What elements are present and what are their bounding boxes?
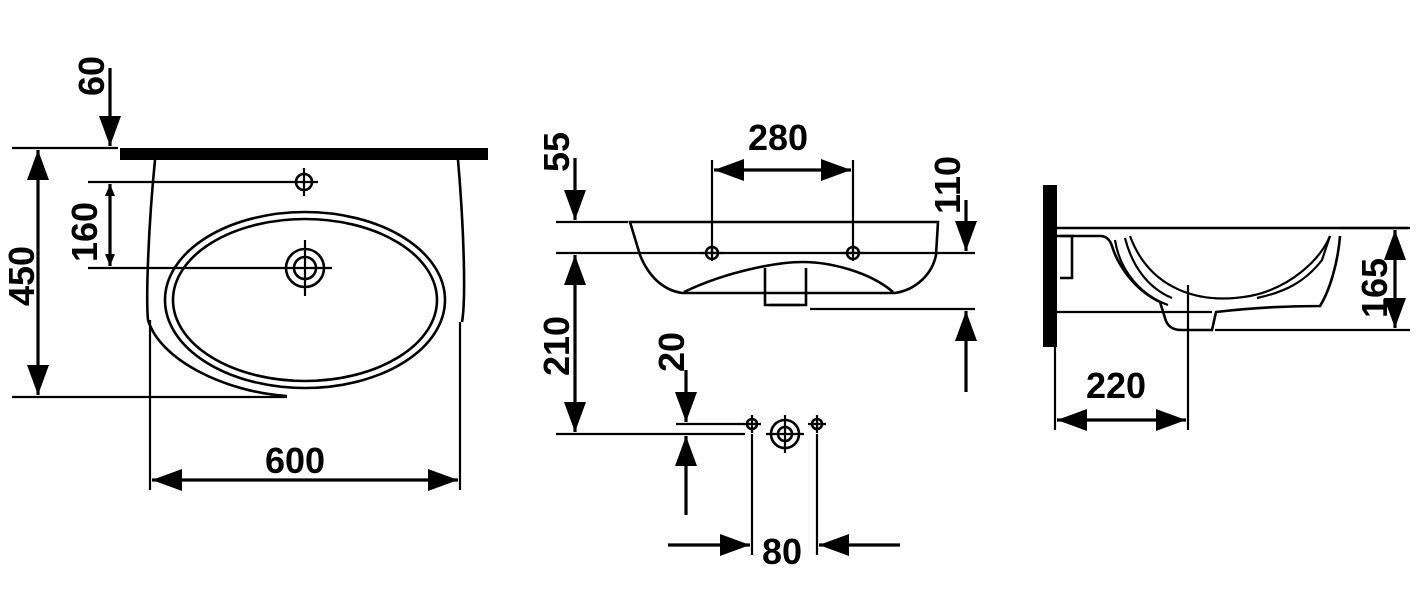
bowl-inner <box>171 217 439 383</box>
dim-label-55: 55 <box>536 132 577 172</box>
side-view: 165 220 <box>1043 185 1410 431</box>
dim-label-160: 160 <box>64 202 105 262</box>
top-view: 60 160 450 600 <box>1 56 488 491</box>
side-bowl-curve <box>1128 235 1332 300</box>
bowl-outer <box>163 210 447 390</box>
dim-label-20: 20 <box>651 332 692 372</box>
dim-label-210: 210 <box>536 316 577 376</box>
waste-hole-symbol <box>278 240 332 296</box>
bowl-curve <box>683 260 894 294</box>
dim-label-80: 80 <box>762 531 802 572</box>
basin-outline-right <box>456 159 466 323</box>
tap-hole-symbol <box>290 168 318 196</box>
basin-front-outline <box>628 220 940 295</box>
side-overflow <box>1256 235 1332 300</box>
dim-label-450: 450 <box>1 246 42 306</box>
wall-slab <box>120 148 488 160</box>
side-bowl-inner-1 <box>1113 239 1169 307</box>
dim-label-220: 220 <box>1086 365 1146 406</box>
basin-outline-left <box>145 159 288 398</box>
dim-label-110: 110 <box>927 156 968 214</box>
dim-label-280: 280 <box>748 117 808 158</box>
wall-bracket <box>1060 234 1074 280</box>
side-bowl-inner-2 <box>1123 237 1173 300</box>
side-wall <box>1043 185 1057 347</box>
side-basin-outline <box>1057 234 1342 332</box>
dim-label-165: 165 <box>1354 258 1395 318</box>
waste-position-symbols <box>743 415 826 453</box>
dim-label-600: 600 <box>265 440 325 481</box>
waste-outlet <box>763 268 808 307</box>
front-view: 55 280 110 210 20 80 <box>536 117 977 572</box>
dim-label-60: 60 <box>71 56 112 96</box>
